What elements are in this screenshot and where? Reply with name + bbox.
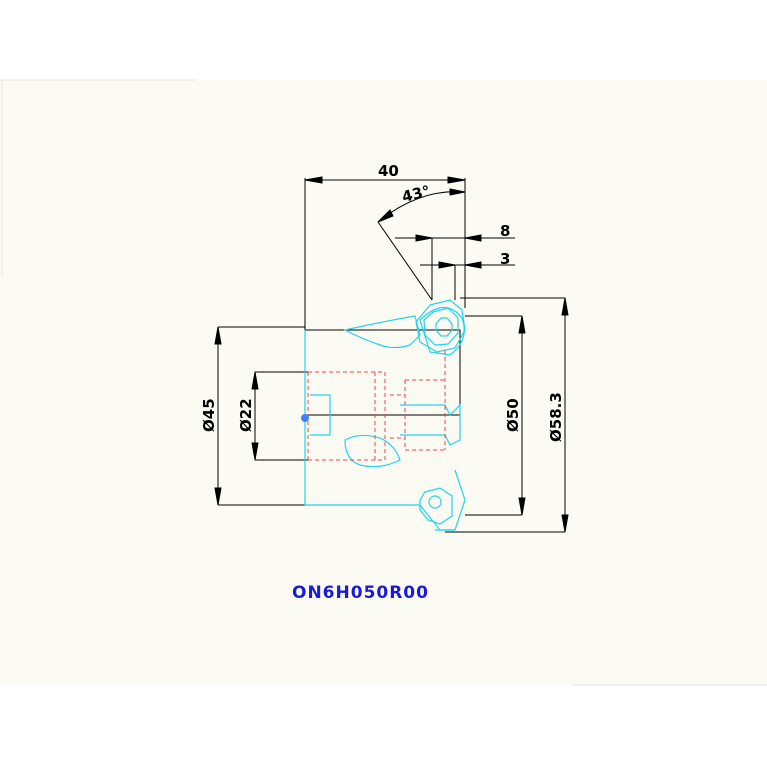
part-code: ON6H050R00 xyxy=(292,583,429,603)
drawing-sheet xyxy=(0,80,767,685)
dim-diameter-50: Ø50 xyxy=(504,398,522,432)
dim-diameter-58: Ø58.3 xyxy=(547,392,565,442)
dim-offset-8: 8 xyxy=(500,222,510,240)
cutter-outline xyxy=(304,299,466,531)
dim-diameter-45: Ø45 xyxy=(200,398,218,432)
center-marker xyxy=(301,414,309,422)
dim-width: 40 xyxy=(378,162,399,180)
dim-offset-3: 3 xyxy=(500,250,510,268)
dim-diameter-22: Ø22 xyxy=(237,398,255,432)
dimension-lines xyxy=(214,176,569,533)
